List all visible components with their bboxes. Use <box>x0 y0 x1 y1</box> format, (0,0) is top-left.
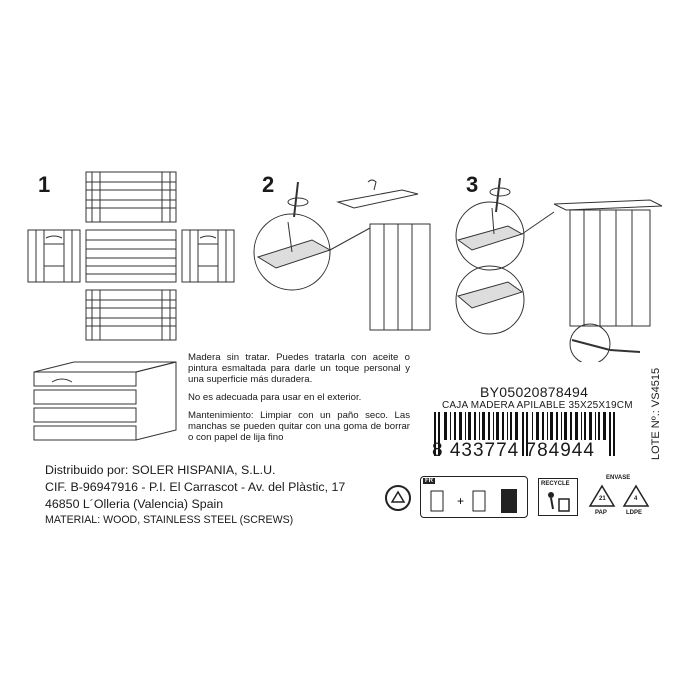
person-bin-icon <box>548 492 570 512</box>
ldpe-label: LDPE <box>626 510 643 516</box>
step-3-assembly-detail-diagram <box>455 177 663 362</box>
care-instructions: Madera sin tratar. Puedes tratarla con a… <box>188 352 410 450</box>
instruction-untreated: Madera sin tratar. Puedes tratarla con a… <box>188 352 410 385</box>
pap-label: PAP <box>595 510 607 516</box>
distributor-city: 46850 L´Olleria (Valencia) Spain <box>45 497 224 511</box>
barcode-digits: 8 433774 784944 <box>432 440 595 461</box>
pap-code: 21 <box>599 496 606 502</box>
step-number-2: 2 <box>262 172 275 197</box>
recycle-label: RECYCLE <box>541 481 570 487</box>
step-2-screw-assembly-diagram <box>253 179 431 331</box>
assembled-crate-drawing <box>33 361 177 441</box>
instruction-indoor-only: No es adecuada para usar en el exterior. <box>188 392 362 403</box>
step-1-exploded-panels-diagram <box>27 171 235 341</box>
product-description: CAJA MADERA APILABLE 35X25X19CM <box>442 400 633 411</box>
step-number-1: 1 <box>38 172 51 197</box>
ldpe-code: 4 <box>634 496 638 502</box>
pap-recycle-triangle-icon <box>588 484 616 507</box>
envase-label: ENVASE <box>606 475 631 481</box>
ldpe-recycle-triangle-icon <box>622 484 650 507</box>
distributor-name: Distribuido por: SOLER HISPANIA, S.L.U. <box>45 463 276 477</box>
packaging-sort-icons: + <box>430 489 517 513</box>
material-info: MATERIAL: WOOD, STAINLESS STEEL (SCREWS) <box>45 514 294 526</box>
distributor-info: Distribuido por: SOLER HISPANIA, S.L.U. … <box>45 462 345 513</box>
step-number-3: 3 <box>466 172 479 197</box>
product-sku: BY05020878494 <box>480 384 589 400</box>
svg-text:+: + <box>457 494 464 508</box>
recycle-symbol-box: RECYCLE <box>538 478 578 516</box>
fr-sorting-info-box: FR + <box>420 476 528 518</box>
fr-label: FR <box>423 478 435 484</box>
lot-number: LOTE Nº.: VS4515 <box>650 367 662 460</box>
distributor-address: CIF. B-96947916 - P.I. El Carrascot - Av… <box>45 480 346 494</box>
triman-recycle-icon <box>385 485 411 511</box>
instruction-maintenance: Mantenimiento: Limpiar con un paño seco.… <box>188 410 410 443</box>
barcode <box>434 412 615 456</box>
